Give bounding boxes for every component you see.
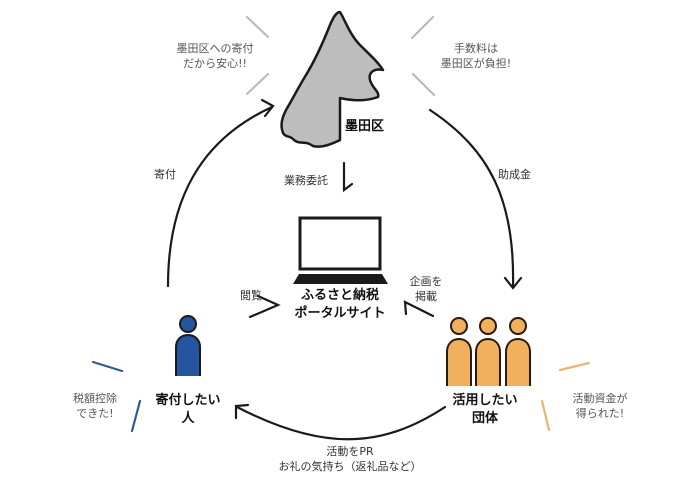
group-label-line2: 団体 [471, 410, 498, 426]
flow-browse-label: 閲覧 [240, 289, 262, 302]
return-arrowhead [234, 403, 250, 420]
outsourcing-arrow [342, 161, 354, 193]
note-group-funds-line2: 得られた! [575, 406, 625, 420]
ray-orange-2 [540, 399, 551, 432]
ray-gray-2 [245, 72, 270, 96]
note-city-fee-line1: 手数料は [454, 42, 498, 55]
group-label: 活用したい 団体 [445, 392, 525, 427]
portal-label-line2: ポータルサイト [294, 305, 386, 321]
city-label: 墨田区 [345, 119, 385, 134]
return-arrow [235, 405, 447, 441]
note-donor-tax: 税額控除 できた! [62, 392, 128, 422]
ray-orange-1 [558, 361, 591, 372]
donor-person-icon [175, 315, 201, 376]
ray-gray-4 [411, 72, 436, 97]
ray-gray-3 [410, 15, 435, 40]
note-group-funds-line1: 活動資金が [572, 392, 628, 405]
ray-blue-1 [91, 360, 124, 373]
group-people-icon [446, 317, 531, 386]
portal-label-line1: ふるさと納税 [300, 288, 379, 303]
flow-post-line1: 企画を [409, 275, 443, 288]
ray-blue-2 [130, 399, 142, 433]
flow-post-line2: 掲載 [415, 289, 437, 303]
sumida-map-shape [280, 10, 385, 148]
note-city-fee: 手数料は 墨田区が負担! [426, 42, 526, 72]
group-label-line1: 活用したい [452, 393, 518, 408]
flow-return-line2: お礼の気持ち（返礼品など） [278, 459, 422, 473]
ray-gray-1 [245, 15, 270, 39]
note-group-funds: 活動資金が 得られた! [562, 392, 638, 422]
donor-label-line2: 人 [181, 410, 195, 426]
flow-grant-label: 助成金 [498, 168, 531, 181]
donor-label: 寄付したい 人 [148, 392, 228, 427]
flow-outsourcing-label: 業務委託 [284, 174, 328, 187]
donation-arrowhead [260, 98, 275, 118]
portal-label: ふるさと納税 ポータルサイト [284, 287, 396, 322]
laptop-base [293, 274, 388, 284]
grant-arrowhead [503, 276, 523, 290]
donor-label-line1: 寄付したい [155, 393, 221, 408]
grant-arrow [428, 108, 515, 289]
note-donor-city-line1: 墨田区への寄付 [176, 42, 254, 55]
note-city-fee-line2: 墨田区が負担! [440, 56, 512, 70]
laptop-screen [298, 216, 382, 271]
note-donor-tax-line2: できた! [76, 406, 114, 420]
donation-arrow [166, 105, 274, 288]
flow-post-label: 企画を 掲載 [408, 275, 444, 305]
note-donor-tax-line1: 税額控除 [73, 392, 117, 405]
post-arrow [403, 300, 435, 318]
flow-return-line1: 活動をPR [326, 445, 374, 458]
note-donor-city: 墨田区への寄付 だから安心!! [165, 42, 265, 72]
note-donor-city-line2: だから安心!! [183, 56, 247, 70]
flow-return-label: 活動をPR お礼の気持ち（返礼品など） [260, 445, 440, 475]
browse-arrow [248, 294, 281, 319]
flow-donation-label: 寄付 [154, 168, 176, 181]
